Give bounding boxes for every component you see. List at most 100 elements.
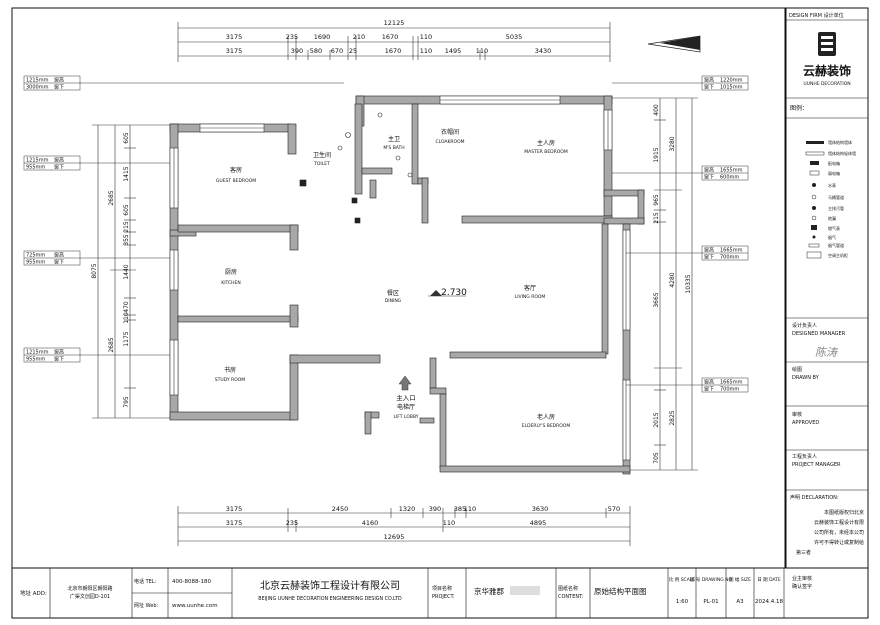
svg-text:DRAWN BY: DRAWN BY xyxy=(792,375,820,381)
gas-meter-icon xyxy=(811,225,817,230)
svg-text:客厅: 客厅 xyxy=(524,284,536,292)
svg-text:衣帽间: 衣帽间 xyxy=(441,128,459,136)
svg-text:日 期 DATE: 日 期 DATE xyxy=(757,577,781,583)
svg-text:2015: 2015 xyxy=(653,412,660,427)
svg-text:CONTENT:: CONTENT: xyxy=(558,594,584,600)
svg-text:1915: 1915 xyxy=(653,147,660,162)
svg-text:1670: 1670 xyxy=(385,47,402,55)
svg-text:窗高: 窗高 xyxy=(54,157,64,164)
svg-text:385: 385 xyxy=(454,505,466,513)
svg-text:M'S BATH: M'S BATH xyxy=(383,145,404,151)
top-dimension-text: 12125 3175 235 1690 210 1670 110 5035 31… xyxy=(226,19,552,55)
svg-text:605: 605 xyxy=(123,132,130,144)
svg-text:955mm: 955mm xyxy=(26,260,45,266)
svg-text:DINING: DINING xyxy=(385,298,402,304)
svg-text:700mm: 700mm xyxy=(720,387,739,393)
svg-text:210: 210 xyxy=(353,33,365,41)
svg-text:烟气: 烟气 xyxy=(828,234,836,240)
svg-text:2685: 2685 xyxy=(108,337,115,352)
svg-text:DESIGNED MANAGER: DESIGNED MANAGER xyxy=(792,331,846,337)
svg-text:725mm: 725mm xyxy=(26,253,45,259)
svg-text:600mm: 600mm xyxy=(720,175,739,181)
company-logo-icon xyxy=(818,32,836,56)
svg-text:795: 795 xyxy=(123,396,130,408)
svg-text:605: 605 xyxy=(123,204,130,216)
windows xyxy=(169,95,631,461)
top-dimensions xyxy=(177,22,611,62)
svg-text:1220mm: 1220mm xyxy=(720,78,743,84)
svg-text:1215mm: 1215mm xyxy=(26,78,49,84)
pipe-icon xyxy=(351,197,358,204)
svg-text:窗下: 窗下 xyxy=(704,84,714,91)
svg-text:705: 705 xyxy=(653,452,660,464)
company-name-cn: 北京云赫装饰工程设计有限公司 xyxy=(260,579,400,592)
floor-drain-icon xyxy=(811,215,817,221)
svg-text:业主审核: 业主审核 xyxy=(792,575,812,582)
svg-text:3175: 3175 xyxy=(226,505,243,513)
svg-text:第三者: 第三者 xyxy=(796,549,811,556)
svg-text:215: 215 xyxy=(123,221,130,233)
drain-icon xyxy=(337,145,343,151)
svg-text:1175: 1175 xyxy=(123,331,130,346)
svg-text:窗下: 窗下 xyxy=(54,164,64,171)
svg-text:110: 110 xyxy=(123,312,130,324)
signature: 陈涛 xyxy=(815,346,839,359)
svg-text:3430: 3430 xyxy=(535,47,552,55)
svg-text:设计负责人: 设计负责人 xyxy=(792,322,817,329)
svg-text:本图纸版权归北京: 本图纸版权归北京 xyxy=(824,509,864,516)
svg-text:书房: 书房 xyxy=(224,366,236,374)
title-block-text: 地址 ADD: 北京市朝阳区朝阳路 广渠文创园D-101 电话 TEL: 400… xyxy=(20,575,812,609)
svg-text:烟气管道: 烟气管道 xyxy=(828,242,844,248)
pipe-icon xyxy=(354,217,361,224)
svg-text:窗下: 窗下 xyxy=(704,386,714,393)
svg-text:窗高: 窗高 xyxy=(54,77,64,84)
web-label: 网址 Web: xyxy=(134,602,158,609)
svg-text:STUDY ROOM: STUDY ROOM xyxy=(215,377,246,383)
svg-text:老人房: 老人房 xyxy=(537,413,555,421)
svg-text:LIVING ROOM: LIVING ROOM xyxy=(515,294,546,300)
svg-text:570: 570 xyxy=(608,505,620,513)
svg-text:公司所有，未经本公司: 公司所有，未经本公司 xyxy=(814,529,864,536)
distribution-box-icon xyxy=(810,161,819,165)
svg-text:比 例 SCALE: 比 例 SCALE xyxy=(669,576,695,583)
svg-text:客房: 客房 xyxy=(230,166,242,174)
left-dimension-text: 8075 2685 2685 605 1415 605 215 355 1440… xyxy=(91,132,130,408)
legend-title: 图例： xyxy=(790,104,808,112)
project-value: 京华雅郡 xyxy=(474,586,504,596)
svg-text:TOILET: TOILET xyxy=(313,161,330,167)
svg-text:卫生间: 卫生间 xyxy=(313,151,331,159)
svg-text:235: 235 xyxy=(286,33,298,41)
bottom-dimension-text: 3175 2450 1320 390 385 110 3630 570 3175… xyxy=(226,505,620,541)
date-value: 2024.4.18 xyxy=(755,599,783,605)
sign-rows: 设计负责人 DESIGNED MANAGER 陈涛 绘图 DRAWN BY 审核… xyxy=(786,322,868,556)
svg-text:确认签字: 确认签字 xyxy=(792,583,812,590)
svg-text:955mm: 955mm xyxy=(26,357,45,363)
svg-text:窗高: 窗高 xyxy=(704,247,714,254)
svg-text:电梯厅: 电梯厅 xyxy=(397,403,415,411)
svg-text:图 幅 SIZE: 图 幅 SIZE xyxy=(729,576,751,583)
company-name-en: BEIJING UUNHE DECORATION ENGINEERING DES… xyxy=(258,596,402,602)
north-arrow-icon xyxy=(647,35,701,53)
svg-text:空调主机柜: 空调主机柜 xyxy=(828,252,848,258)
svg-text:400: 400 xyxy=(653,104,660,116)
svg-text:燃气表: 燃气表 xyxy=(828,225,840,231)
svg-text:5035: 5035 xyxy=(506,33,523,41)
entrance-arrow-icon xyxy=(398,375,412,391)
side-panel: DESIGN FIRM 设计单位 云赫装饰 UUNHE DECORATION 图… xyxy=(786,12,868,556)
firm-label: DESIGN FIRM 设计单位 xyxy=(789,12,844,19)
svg-text:主卫: 主卫 xyxy=(388,135,400,143)
left-dimensions xyxy=(92,124,170,419)
svg-text:APPROVED: APPROVED xyxy=(792,420,819,426)
svg-text:2450: 2450 xyxy=(332,505,349,513)
svg-text:窗下: 窗下 xyxy=(54,259,64,266)
bottom-dimensions xyxy=(177,506,631,546)
svg-text:厨房: 厨房 xyxy=(225,268,237,276)
pipe-icon xyxy=(299,179,307,187)
svg-text:110: 110 xyxy=(476,47,488,55)
svg-text:广渠文创园D-101: 广渠文创园D-101 xyxy=(70,593,110,600)
svg-text:1495: 1495 xyxy=(445,47,462,55)
svg-text:PROJECT:: PROJECT: xyxy=(432,594,455,600)
svg-text:地漏: 地漏 xyxy=(828,215,836,221)
svg-text:700mm: 700mm xyxy=(720,255,739,261)
svg-text:KITCHEN: KITCHEN xyxy=(221,280,241,286)
